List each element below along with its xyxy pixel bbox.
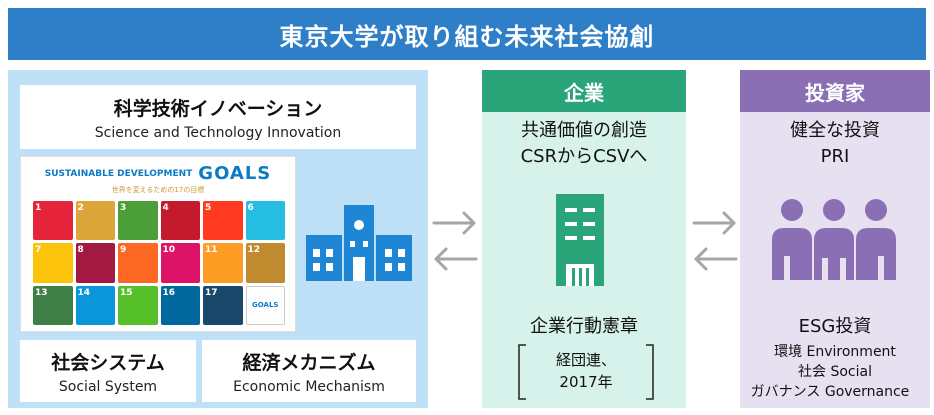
company-header: 企業 — [482, 70, 686, 112]
sdg-tile-1: 1 — [33, 201, 73, 241]
sdg-tile-10: 10 — [160, 243, 200, 283]
company-source: 経団連、 — [555, 351, 616, 369]
university-building-icon — [306, 205, 412, 281]
office-building-icon — [556, 194, 604, 286]
sdg-tile-6: 6 — [245, 201, 285, 241]
company-charter: 企業行動憲章 — [530, 316, 638, 337]
sdg-tile-2: 2 — [75, 201, 115, 241]
arrow-pair-company-investor — [692, 211, 738, 271]
page-title: 東京大学が取り組む未来社会協創 — [279, 22, 655, 51]
people-group-icon — [772, 199, 896, 280]
sdg-tile-13: 13 — [33, 285, 73, 325]
sdg-tile-3: 3 — [118, 201, 158, 241]
investor-social: 社会 Social — [798, 364, 872, 380]
economic-mechanism-card: 経済メカニズム Economic Mechanism — [202, 340, 416, 402]
investor-line2: PRI — [820, 146, 850, 167]
arrow-pair-university-company — [432, 211, 478, 271]
company-source-brackets — [518, 344, 654, 400]
sdg-tile-15: 15 — [118, 285, 158, 325]
page-title-banner: 東京大学が取り組む未来社会協創 — [8, 8, 926, 60]
investor-line1: 健全な投資 — [790, 120, 880, 141]
sdg-tile-11: 11 — [203, 243, 243, 283]
company-year: 2017年 — [559, 373, 613, 391]
science-innovation-card: 科学技術イノベーション Science and Technology Innov… — [20, 85, 416, 149]
sdg-tile-9: 9 — [118, 243, 158, 283]
company-line2: CSRからCSVへ — [520, 146, 648, 167]
economic-mechanism-title: 経済メカニズム — [242, 351, 376, 374]
investor-esg: ESG投資 — [798, 316, 872, 337]
company-column: 企業 共通価値の創造 CSRからCSVへ — [482, 70, 686, 408]
sdgs-poster: SUSTAINABLE DEVELOPMENT GOALS 世界を変えるための1… — [20, 156, 296, 332]
science-title: 科学技術イノベーション — [113, 97, 323, 120]
sdg-tile-4: 4 — [160, 201, 200, 241]
investor-gov: ガバナンス Governance — [750, 384, 910, 400]
science-subtitle: Science and Technology Innovation — [94, 124, 342, 141]
investor-env: 環境 Environment — [774, 344, 896, 360]
social-system-subtitle: Social System — [58, 378, 158, 395]
social-system-title: 社会システム — [51, 351, 165, 374]
company-line1: 共通価値の創造 — [521, 120, 647, 141]
sdgs-logo-tile: GOALS — [245, 285, 285, 325]
sdg-tile-14: 14 — [75, 285, 115, 325]
sdgs-title-small: SUSTAINABLE DEVELOPMENT — [44, 168, 193, 179]
sdgs-title-big: GOALS — [198, 163, 272, 184]
sdg-tile-8: 8 — [75, 243, 115, 283]
sdg-tile-12: 12 — [245, 243, 285, 283]
investor-header: 投資家 — [740, 70, 930, 112]
sdgs-header: SUSTAINABLE DEVELOPMENT GOALS 世界を変えるための1… — [21, 163, 295, 195]
sdg-tile-17: 17 — [203, 285, 243, 325]
social-system-card: 社会システム Social System — [20, 340, 196, 402]
economic-mechanism-subtitle: Economic Mechanism — [233, 378, 385, 395]
sdgs-subtitle: 世界を変えるための17の目標 — [111, 186, 205, 194]
sdg-tile-16: 16 — [160, 285, 200, 325]
sdg-tile-7: 7 — [33, 243, 73, 283]
sdg-tile-5: 5 — [203, 201, 243, 241]
